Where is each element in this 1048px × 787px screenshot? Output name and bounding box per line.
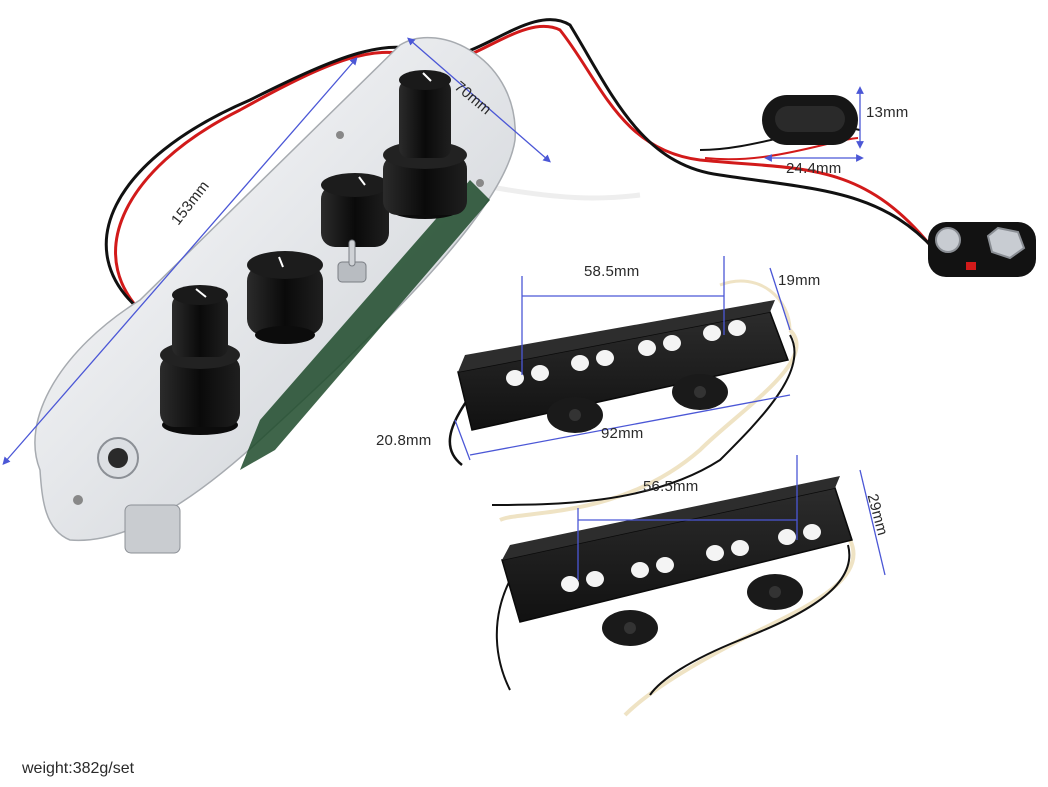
label-bridge-length: 92mm (601, 425, 644, 442)
knob-volume (160, 285, 240, 435)
label-bridge-height: 19mm (778, 272, 821, 289)
white-wire (479, 182, 641, 201)
neck-pickup (495, 476, 856, 717)
pole-pieces (561, 524, 821, 592)
label-bridge-width: 20.8mm (376, 432, 432, 449)
label-battery-width: 24.4mm (786, 160, 842, 177)
pole-pieces (506, 320, 746, 386)
knob-treble (321, 173, 389, 247)
label-neck-pole-spacing: 56.5mm (643, 478, 699, 495)
label-bridge-pole-spacing: 58.5mm (584, 263, 640, 280)
dimension-lines (2, 37, 886, 580)
battery-box (762, 95, 858, 145)
battery-clip (928, 222, 1036, 277)
bridge-pickup (448, 279, 799, 522)
label-battery-height: 13mm (866, 104, 909, 121)
knob-tone (247, 251, 323, 344)
weight-label: weight:382g/set (22, 760, 135, 777)
